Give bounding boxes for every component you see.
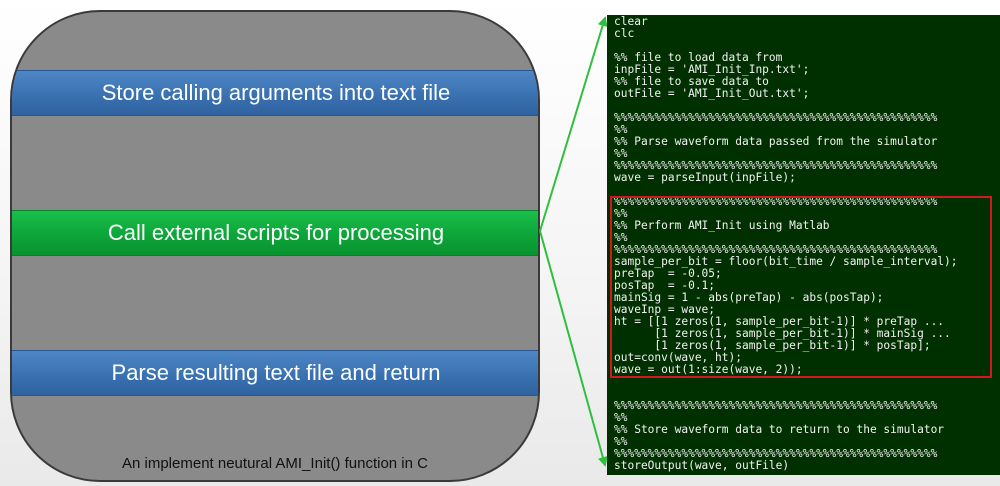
store-arguments-label: Store calling arguments into text file bbox=[101, 80, 451, 105]
call-scripts-label: Call external scripts for processing bbox=[107, 220, 445, 245]
c-function-block: Store calling arguments into text file C… bbox=[10, 10, 540, 482]
code-line: sample_per_bit = floor(bit_time / sample… bbox=[614, 255, 958, 268]
code-line: out=conv(wave, ht); bbox=[614, 351, 742, 364]
code-line: %%%%%%%%%%%%%%%%%%%%%%%%%%%%%%%%%%%%%%%%… bbox=[614, 195, 938, 208]
code-line: %% Parse waveform data passed from the s… bbox=[614, 135, 938, 148]
code-line: [1 zeros(1, sample_per_bit-1)] * posTap]… bbox=[614, 339, 931, 352]
ami-init-highlight-box bbox=[610, 196, 992, 378]
code-line: wave = parseInput(inpFile); bbox=[614, 171, 796, 184]
code-line: %% file to load data from bbox=[614, 51, 783, 64]
code-line: ht = [[1 zeros(1, sample_per_bit-1)] * p… bbox=[614, 315, 945, 328]
code-line: outFile = 'AMI_Init_Out.txt'; bbox=[614, 87, 810, 100]
code-line: %% Store waveform data to return to the … bbox=[614, 423, 945, 436]
code-line: mainSig = 1 - abs(preTap) - abs(posTap); bbox=[614, 291, 884, 304]
code-line: %%%%%%%%%%%%%%%%%%%%%%%%%%%%%%%%%%%%%%%%… bbox=[614, 243, 938, 256]
code-line: %% file to save data to bbox=[614, 75, 769, 88]
connector-line-top bbox=[539, 16, 608, 232]
code-line: %%%%%%%%%%%%%%%%%%%%%%%%%%%%%%%%%%%%%%%%… bbox=[614, 159, 938, 172]
code-line: %% bbox=[614, 147, 628, 160]
code-line: clc bbox=[614, 27, 635, 40]
c-function-caption: An implement neutural AMI_Init() functio… bbox=[122, 455, 428, 472]
code-line: posTap = -0.1; bbox=[614, 279, 716, 292]
code-line: %%%%%%%%%%%%%%%%%%%%%%%%%%%%%%%%%%%%%%%%… bbox=[614, 111, 938, 124]
code-line: %% bbox=[614, 231, 628, 244]
code-line: %% bbox=[614, 207, 628, 220]
code-line: %% bbox=[614, 123, 628, 136]
code-line: %%%%%%%%%%%%%%%%%%%%%%%%%%%%%%%%%%%%%%%%… bbox=[614, 447, 938, 460]
parse-result-band: Parse resulting text file and return bbox=[12, 350, 538, 396]
connector-line-bottom bbox=[539, 230, 608, 467]
call-scripts-band: Call external scripts for processing bbox=[12, 210, 538, 256]
code-line: clear bbox=[614, 15, 648, 28]
code-line: preTap = -0.05; bbox=[614, 267, 722, 280]
code-line: waveInp = wave; bbox=[614, 303, 716, 316]
parse-result-label: Parse resulting text file and return bbox=[111, 360, 441, 385]
code-line: %%%%%%%%%%%%%%%%%%%%%%%%%%%%%%%%%%%%%%%%… bbox=[614, 399, 938, 412]
code-line: wave = out(1:size(wave, 2)); bbox=[614, 363, 803, 376]
code-line: storeOutput(wave, outFile) bbox=[614, 459, 790, 472]
store-arguments-band: Store calling arguments into text file bbox=[12, 70, 538, 116]
code-line: %% bbox=[614, 435, 628, 448]
code-line: %% bbox=[614, 411, 628, 424]
code-line: %% Perform AMI_Init using Matlab bbox=[614, 219, 830, 232]
code-line: [1 zeros(1, sample_per_bit-1)] * mainSig… bbox=[614, 327, 951, 340]
code-line: inpFile = 'AMI_Init_Inp.txt'; bbox=[614, 63, 810, 76]
